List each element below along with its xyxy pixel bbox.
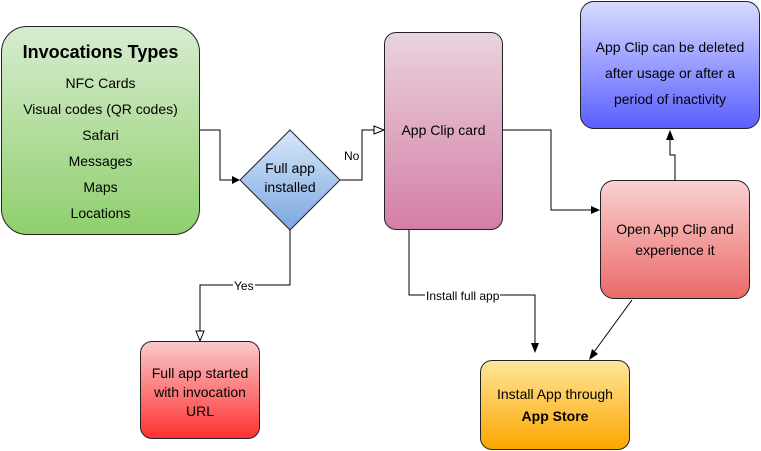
- edge-label-no: No: [343, 149, 361, 163]
- delete-line-2: after usage or after a: [605, 65, 735, 81]
- invocations-types-node: Invocations Types NFC Cards Visual codes…: [1, 26, 200, 235]
- edge-appclip-card-to-open: [503, 129, 592, 211]
- started-line-2: with invocation: [154, 384, 246, 400]
- full-app-started-node: Full app started with invocation URL: [140, 341, 260, 439]
- edge-appclip-card-to-install: [408, 230, 536, 344]
- edge-open-to-install: [593, 299, 633, 353]
- delete-line-1: App Clip can be deleted: [595, 39, 745, 55]
- app-clip-deleted-node: App Clip can be deleted after usage or a…: [580, 1, 760, 129]
- full-app-installed-label: Full app installed: [255, 159, 325, 197]
- install-line-2: App Store: [521, 408, 589, 424]
- started-line-3: URL: [185, 403, 214, 419]
- arrowhead-started: [195, 330, 205, 343]
- arrowhead-appclip-card: [373, 125, 386, 135]
- decision-line-1: Full app: [265, 160, 315, 176]
- invocation-item: Maps: [83, 179, 118, 196]
- edge-invocations-to-decision: [200, 129, 233, 181]
- app-clip-card-label: App Clip card: [401, 122, 486, 138]
- install-line-1: Install App through: [497, 386, 613, 402]
- invocation-item: Messages: [68, 153, 133, 170]
- arrowhead-install-right: [589, 349, 598, 360]
- install-app-store-node: Install App through App Store: [480, 360, 630, 450]
- edge-decision-to-appclip-card: [340, 129, 374, 181]
- edge-label-yes: Yes: [233, 279, 255, 293]
- decision-line-2: installed: [264, 179, 316, 195]
- arrowhead-open: [591, 206, 600, 214]
- app-clip-card-node: App Clip card: [384, 32, 503, 230]
- open-app-clip-node: Open App Clip and experience it: [600, 180, 750, 299]
- open-line-2: experience it: [635, 241, 715, 258]
- started-line-1: Full app started: [151, 365, 249, 381]
- arrowhead-delete: [666, 130, 674, 140]
- arrowhead-install-left: [531, 343, 539, 353]
- invocations-title: Invocations Types: [22, 42, 179, 62]
- edge-open-to-delete: [669, 139, 676, 180]
- invocation-item: Locations: [70, 205, 131, 222]
- invocation-item: Safari: [82, 127, 119, 144]
- invocation-item: NFC Cards: [65, 75, 136, 92]
- invocation-item: Visual codes (QR codes): [23, 101, 178, 118]
- arrowhead-decision: [232, 176, 240, 184]
- edge-label-install-full-app: Install full app: [425, 289, 501, 303]
- open-line-1: Open App Clip and: [616, 220, 734, 237]
- delete-line-3: period of inactivity: [613, 91, 727, 107]
